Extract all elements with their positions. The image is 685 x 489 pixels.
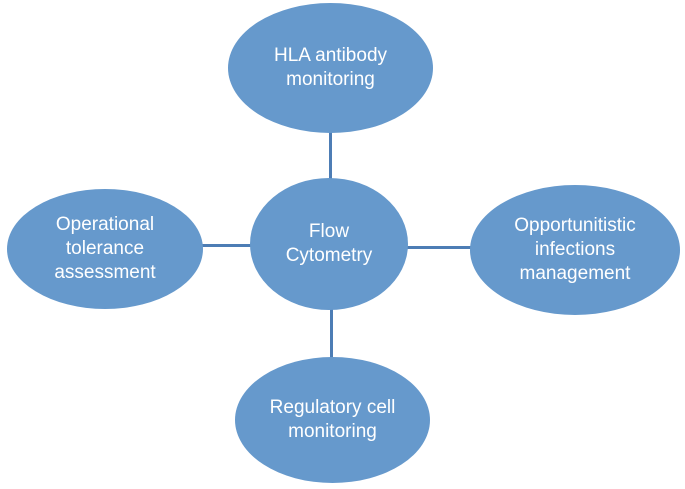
node-flow-cytometry: Flow Cytometry — [250, 178, 408, 310]
node-opportunitistic-infections-management: Opportunitistic infections management — [470, 185, 680, 315]
node-operational-tolerance-assessment: Operational tolerance assessment — [7, 189, 203, 309]
node-hla-antibody-monitoring: HLA antibody monitoring — [228, 3, 433, 133]
node-label: HLA antibody monitoring — [273, 45, 388, 90]
node-label: Regulatory cell monitoring — [269, 397, 396, 442]
connector-center-to-top — [329, 130, 332, 182]
connector-center-to-bottom — [330, 305, 333, 361]
connector-center-to-left — [198, 244, 256, 247]
node-regulatory-cell-monitoring: Regulatory cell monitoring — [235, 357, 430, 483]
connector-center-to-right — [402, 246, 476, 249]
node-label: Flow Cytometry — [285, 221, 373, 266]
node-label: Operational tolerance assessment — [54, 214, 156, 283]
node-label: Opportunitistic infections management — [514, 215, 636, 284]
